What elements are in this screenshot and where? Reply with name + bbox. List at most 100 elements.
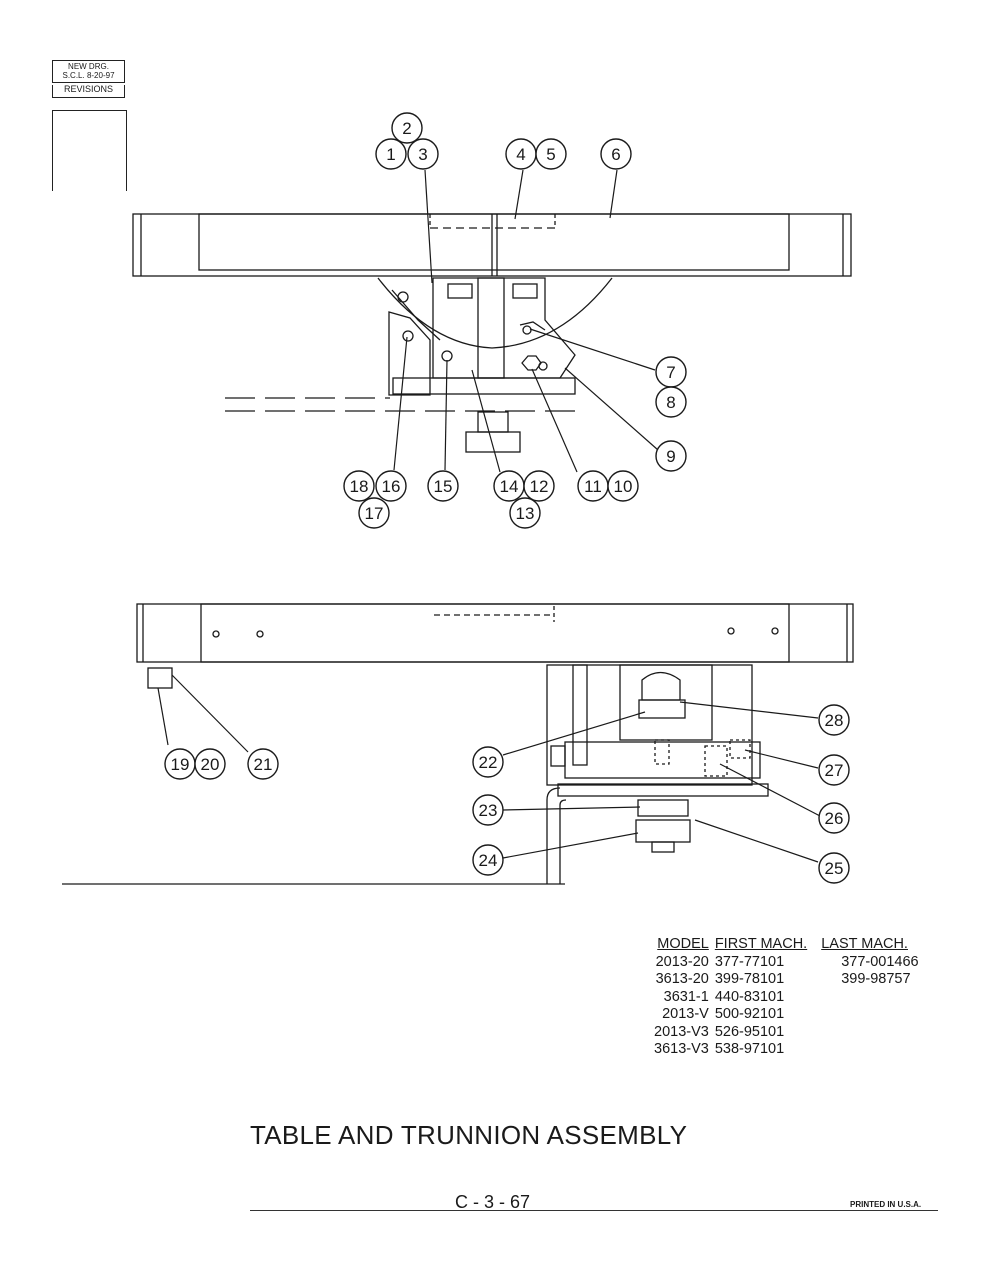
cell-first: 399-78101 — [714, 971, 785, 987]
cell-first: 526-95101 — [714, 1023, 785, 1040]
base-plate — [392, 377, 576, 395]
callout-6: 6 — [600, 138, 632, 170]
leader-line — [564, 367, 659, 451]
callout-number: 2 — [402, 119, 411, 138]
bottom-nut — [465, 431, 521, 453]
callout-number: 7 — [666, 363, 675, 382]
callout-number: 16 — [382, 477, 401, 496]
callout-number: 8 — [666, 393, 675, 412]
callout-circle — [655, 386, 687, 418]
side-plate — [572, 664, 588, 766]
nut — [635, 819, 691, 843]
callout-23: 23 — [472, 794, 504, 826]
callout-number: 18 — [350, 477, 369, 496]
end-bolt — [550, 745, 566, 767]
hex-nut — [521, 355, 542, 371]
callout-17: 17 — [358, 497, 390, 529]
leader-line — [502, 711, 646, 756]
callout-circle — [472, 794, 504, 826]
cell-first: 500-92101 — [714, 1006, 785, 1022]
callout-13: 13 — [509, 497, 541, 529]
callout-circle — [407, 138, 439, 170]
leader-line — [679, 701, 819, 719]
corner-screw — [147, 667, 173, 689]
center-post — [477, 277, 505, 379]
fastener — [212, 630, 220, 638]
new-drawing-label: NEW DRG. — [68, 62, 109, 71]
callout-number: 9 — [666, 447, 675, 466]
washer — [637, 799, 689, 817]
callout-28: 28 — [818, 704, 850, 736]
callout-16: 16 — [375, 470, 407, 502]
callout-10: 10 — [607, 470, 639, 502]
callout-number: 25 — [825, 859, 844, 878]
model-serial-table: MODEL FIRST MACH. LAST MACH. 2013-20 377-… — [654, 936, 923, 1059]
callout-circle — [375, 470, 407, 502]
revision-block: NEW DRG. S.C.L. 8-20-97 REVISIONS — [52, 60, 127, 191]
callout-circle — [343, 470, 375, 502]
callout-number: 1 — [386, 145, 395, 164]
cell-first: 538-97101 — [714, 1041, 785, 1057]
callout-circle — [358, 497, 390, 529]
side-bolt — [402, 330, 414, 342]
callout-15: 15 — [427, 470, 459, 502]
cell-last — [811, 1006, 922, 1024]
base-plate — [557, 783, 769, 797]
footer-rule — [250, 1210, 938, 1211]
set-screw — [441, 350, 453, 362]
cell-last: 399-98757 — [841, 971, 911, 987]
callout-number: 6 — [611, 145, 620, 164]
base-rail — [564, 741, 761, 779]
stop-hole — [522, 325, 532, 335]
callout-number: 13 — [516, 504, 535, 523]
callout-7: 7 — [655, 356, 687, 388]
cell-model: 2013-V — [662, 1006, 709, 1022]
fastener — [256, 630, 264, 638]
callout-5: 5 — [535, 138, 567, 170]
top-bolt-right — [512, 283, 538, 299]
cell-model: 2013-20 — [655, 953, 709, 970]
callout-number: 23 — [479, 801, 498, 820]
table-header-row: MODEL FIRST MACH. LAST MACH. — [654, 936, 923, 954]
stud-end — [651, 841, 675, 853]
leader-line — [694, 819, 819, 863]
leader-line — [424, 169, 433, 284]
table-row: 3613-V3 538-97101 — [654, 1041, 923, 1059]
cell-last: 377-001466 — [841, 953, 919, 970]
callout-circle — [818, 852, 850, 884]
cell-first: 377-77101 — [714, 953, 785, 970]
hidden-bolt — [704, 745, 728, 777]
leader-line — [393, 336, 408, 471]
callout-22: 22 — [472, 746, 504, 778]
leader-line — [502, 832, 639, 859]
callout-number: 3 — [418, 145, 427, 164]
table-row: 2013-V 500-92101 — [654, 1006, 923, 1024]
clamp-nut — [641, 671, 681, 701]
side-bracket — [388, 311, 431, 396]
leader-line — [444, 359, 448, 471]
callout-circle — [375, 138, 407, 170]
cell-model: 3613-V3 — [654, 1041, 709, 1057]
callout-number: 5 — [546, 145, 555, 164]
callout-circle — [818, 704, 850, 736]
stop-tab — [519, 321, 546, 331]
cell-first: 440-83101 — [714, 988, 785, 1005]
callout-number: 17 — [365, 504, 384, 523]
callout-number: 15 — [434, 477, 453, 496]
clamp-housing — [619, 664, 713, 741]
callout-24: 24 — [472, 844, 504, 876]
page-number: C - 3 - 67 — [455, 1192, 531, 1212]
callout-20: 20 — [194, 748, 226, 780]
arc-bolt-hole — [397, 291, 409, 303]
top-view — [132, 169, 852, 473]
callout-18: 18 — [343, 470, 375, 502]
leader-line — [514, 169, 524, 220]
callout-26: 26 — [818, 802, 850, 834]
fastener — [727, 627, 735, 635]
leader-line — [157, 687, 169, 746]
callout-circle — [535, 138, 567, 170]
table-inner-panel — [198, 213, 790, 271]
callout-circle — [472, 844, 504, 876]
